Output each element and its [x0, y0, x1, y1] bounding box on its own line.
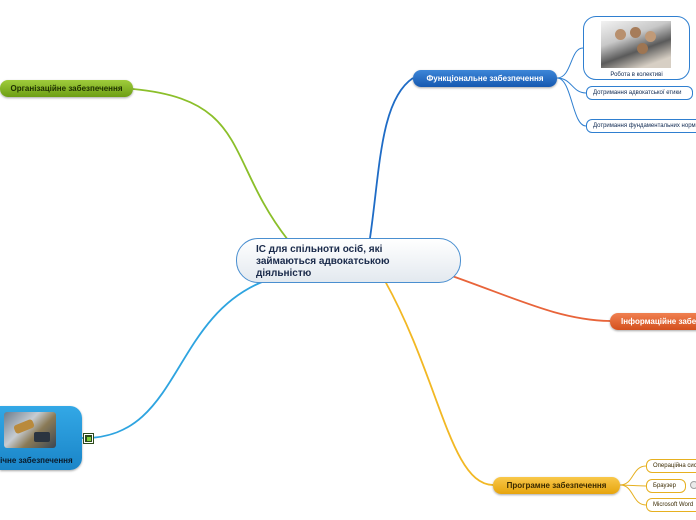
central-topic-line-3: діяльністю	[256, 268, 312, 279]
subtopic-ethics[interactable]: Дотримання адвокатської етики	[586, 86, 693, 100]
subtopic-norms[interactable]: Дотримання фундаментальних норм	[586, 119, 696, 133]
topic-technical[interactable]: Технічне забезпечення	[0, 406, 82, 470]
central-topic-line-1: ІС для спільноти осіб, які	[256, 244, 383, 255]
subtopic-teamwork-label: Робота в колективі	[610, 72, 663, 78]
gavel-laptop-image	[4, 412, 56, 448]
topic-informational[interactable]: Інформаційне забезпечення	[610, 313, 696, 330]
subtopic-browser[interactable]: Браузер	[646, 479, 686, 493]
link-informational	[451, 275, 611, 322]
topic-organizational[interactable]: Організаційне забезпечення	[0, 80, 133, 97]
link-ethics	[556, 77, 587, 94]
globe-icon	[690, 481, 696, 489]
topic-technical-label: Технічне забезпечення	[0, 456, 73, 465]
central-topic-line-2: займаються адвокатською	[256, 256, 390, 267]
link-technical	[81, 281, 263, 439]
link-functional	[369, 77, 414, 239]
link-organizational	[132, 88, 289, 241]
subtopic-os[interactable]: Операційна система	[646, 459, 696, 473]
topic-functional[interactable]: Функціональне забезпечення	[413, 70, 557, 87]
link-os	[619, 465, 647, 486]
subtopic-office[interactable]: Microsoft Word	[646, 498, 696, 512]
link-browser	[619, 484, 647, 487]
excel-file-icon[interactable]	[84, 434, 93, 443]
link-norms	[556, 77, 587, 127]
link-teamwork	[556, 47, 584, 79]
topic-software[interactable]: Програмне забезпечення	[493, 477, 620, 494]
link-office	[619, 484, 647, 506]
subtopic-teamwork[interactable]: Робота в колективі	[583, 16, 690, 80]
team-photo-image	[601, 21, 671, 68]
link-software	[384, 280, 494, 486]
central-topic[interactable]: ІС для спільноти осіб, які займаються ад…	[236, 238, 461, 283]
